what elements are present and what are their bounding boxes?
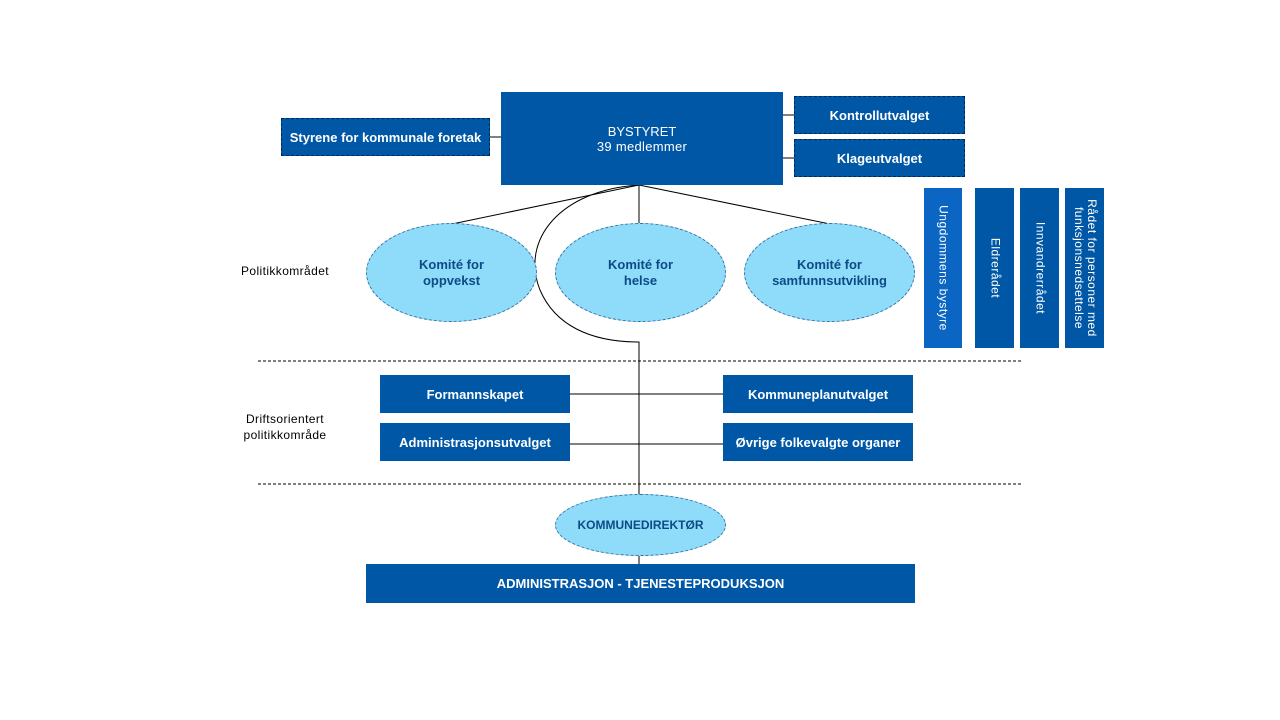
council-eldreradet[interactable]: Eldrerådet [975,188,1014,348]
ovrige-organer-label: Øvrige folkevalgte organer [735,434,901,450]
council-label: Rådet for personer med funksjonsnedsette… [1071,199,1099,337]
kommuneplanutvalget-label: Kommuneplanutvalget [747,386,889,402]
formannskapet-label: Formannskapet [426,386,524,402]
kommuneplanutvalget-box[interactable]: Kommuneplanutvalget [723,375,913,413]
formannskapet-box[interactable]: Formannskapet [380,375,570,413]
administrasjonsutvalget-box[interactable]: Administrasjonsutvalget [380,423,570,461]
council-ungdommens-bystyre[interactable]: Ungdommens bystyre [924,188,962,348]
klageutvalget-box[interactable]: Klageutvalget [794,139,965,177]
administrasjon-label: ADMINISTRASJON - TJENESTEPRODUKSJON [496,576,785,591]
styrene-box[interactable]: Styrene for kommunale foretak [281,118,490,156]
bystyret-title: BYSTYRET [607,123,677,139]
bystyret-box[interactable]: BYSTYRET 39 medlemmer [501,92,783,185]
council-innvandrerradet[interactable]: Innvandrerrådet [1020,188,1059,348]
politikk-label: Politikkområdet [240,264,330,278]
drift-label: Driftsorientert politikkområde [243,412,327,442]
administrasjonsutvalget-label: Administrasjonsutvalget [399,434,551,450]
klageutvalget-label: Klageutvalget [836,150,923,166]
council-funksjonsnedsettelse[interactable]: Rådet for personer med funksjonsnedsette… [1065,188,1104,348]
committee-oppvekst[interactable]: Komité for oppvekst [366,223,537,322]
committee-helse[interactable]: Komité for helse [555,223,726,322]
committee-samfunnsutvikling[interactable]: Komité for samfunnsutvikling [744,223,915,322]
kontrollutvalget-box[interactable]: Kontrollutvalget [794,96,965,134]
bystyret-subtitle: 39 medlemmer [596,138,688,154]
ovrige-organer-box[interactable]: Øvrige folkevalgte organer [723,423,913,461]
administrasjon-box[interactable]: ADMINISTRASJON - TJENESTEPRODUKSJON [366,564,915,603]
council-label: Eldrerådet [988,237,1002,299]
council-label: Ungdommens bystyre [936,205,951,331]
council-label: Innvandrerrådet [1033,221,1047,315]
kommunedirektor-ellipse[interactable]: KOMMUNEDIREKTØR [555,494,726,556]
kontrollutvalget-label: Kontrollutvalget [829,107,930,123]
styrene-label: Styrene for kommunale foretak [289,129,482,145]
